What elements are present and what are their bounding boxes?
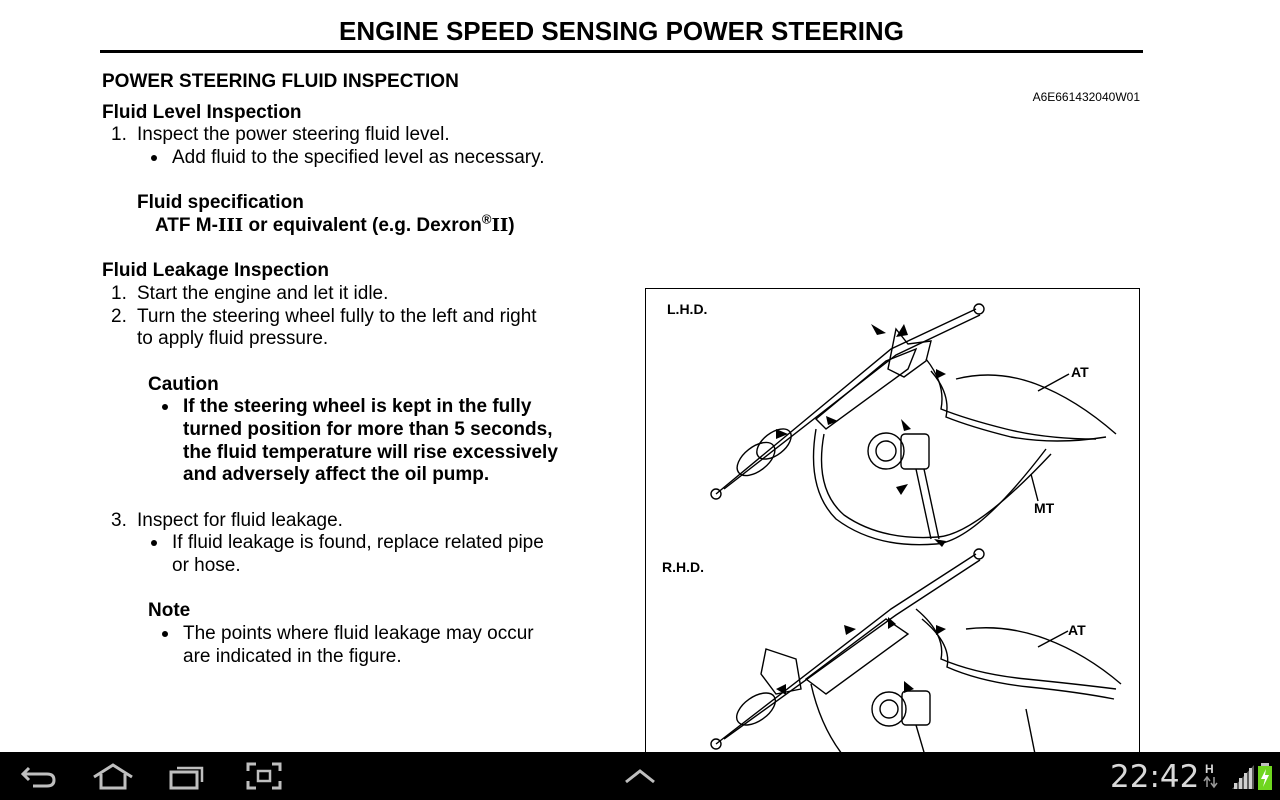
step-text: Turn the steering wheel fully to the lef…: [137, 306, 537, 327]
recent-apps-button[interactable]: [152, 752, 222, 800]
bullet-icon: [162, 631, 168, 637]
document-page: ENGINE SPEED SENSING POWER STEERING POWE…: [100, 16, 1143, 752]
home-button[interactable]: [78, 752, 148, 800]
note-text: The points where fluid leakage may occur: [183, 623, 534, 644]
bullet-icon: [162, 404, 168, 410]
rhd-label: R.H.D.: [662, 559, 704, 575]
back-arrow-icon: [21, 766, 56, 788]
fluid-leakage-heading: Fluid Leakage Inspection: [102, 260, 329, 281]
home-icon: [93, 763, 133, 790]
caution-text: If the steering wheel is kept in the ful…: [183, 396, 532, 417]
caution-text: turned position for more than 5 seconds,: [183, 419, 553, 440]
step-number: 3.: [111, 510, 127, 531]
step-text: to apply fluid pressure.: [137, 328, 329, 349]
caution-text: and adversely affect the oil pump.: [183, 464, 490, 485]
bullet-text: Add fluid to the specified level as nece…: [172, 147, 545, 168]
step-number: 1.: [111, 283, 127, 304]
battery-charging-icon: [1258, 763, 1272, 790]
chevron-up-icon: [625, 769, 655, 784]
leakage-points-figure: L.H.D. AT MT R.H.D. AT: [645, 288, 1140, 752]
step-number: 2.: [111, 306, 127, 327]
bullet-text: If fluid leakage is found, replace relat…: [172, 532, 544, 553]
screenshot-button[interactable]: [229, 752, 299, 800]
step-text: Start the engine and let it idle.: [137, 283, 389, 304]
fluid-level-heading: Fluid Level Inspection: [102, 102, 302, 123]
bullet-icon: [151, 540, 157, 546]
lhd-label: L.H.D.: [667, 301, 708, 317]
recent-apps-icon: [169, 766, 204, 790]
caution-text: the fluid temperature will rise excessiv…: [183, 442, 558, 463]
system-navigation-bar: [0, 752, 1280, 800]
signal-strength-icon: [1232, 765, 1254, 789]
at-label: AT: [1071, 364, 1089, 380]
mt-label: MT: [1034, 500, 1055, 516]
status-icons-area[interactable]: H: [1203, 762, 1278, 792]
section-heading: POWER STEERING FLUID INSPECTION: [102, 71, 459, 92]
screenshot-icon: [246, 762, 282, 790]
step-text: Inspect the power steering fluid level.: [137, 124, 450, 145]
title-underline: [100, 50, 1143, 53]
bullet-text: or hose.: [172, 555, 241, 576]
at-label: AT: [1068, 622, 1086, 638]
fluid-spec-heading: Fluid specification: [137, 192, 304, 213]
step-text: Inspect for fluid leakage.: [137, 510, 343, 531]
power-steering-diagram: [710, 303, 1122, 752]
document-id: A6E661432040W01: [1032, 90, 1140, 104]
notification-panel-button[interactable]: [605, 752, 675, 800]
page-title: ENGINE SPEED SENSING POWER STEERING: [339, 16, 904, 46]
caution-heading: Caution: [148, 374, 219, 395]
note-heading: Note: [148, 600, 191, 621]
network-type-label: H: [1205, 762, 1214, 776]
status-clock[interactable]: 22:42: [1110, 759, 1200, 795]
note-text: are indicated in the figure.: [183, 646, 402, 667]
data-transfer-arrows-icon: [1203, 775, 1218, 789]
bullet-icon: [151, 155, 157, 161]
step-number: 1.: [111, 124, 127, 145]
fluid-spec-value: ATF M-III or equivalent (e.g. Dexron®II): [155, 211, 515, 236]
back-button[interactable]: [4, 752, 74, 800]
